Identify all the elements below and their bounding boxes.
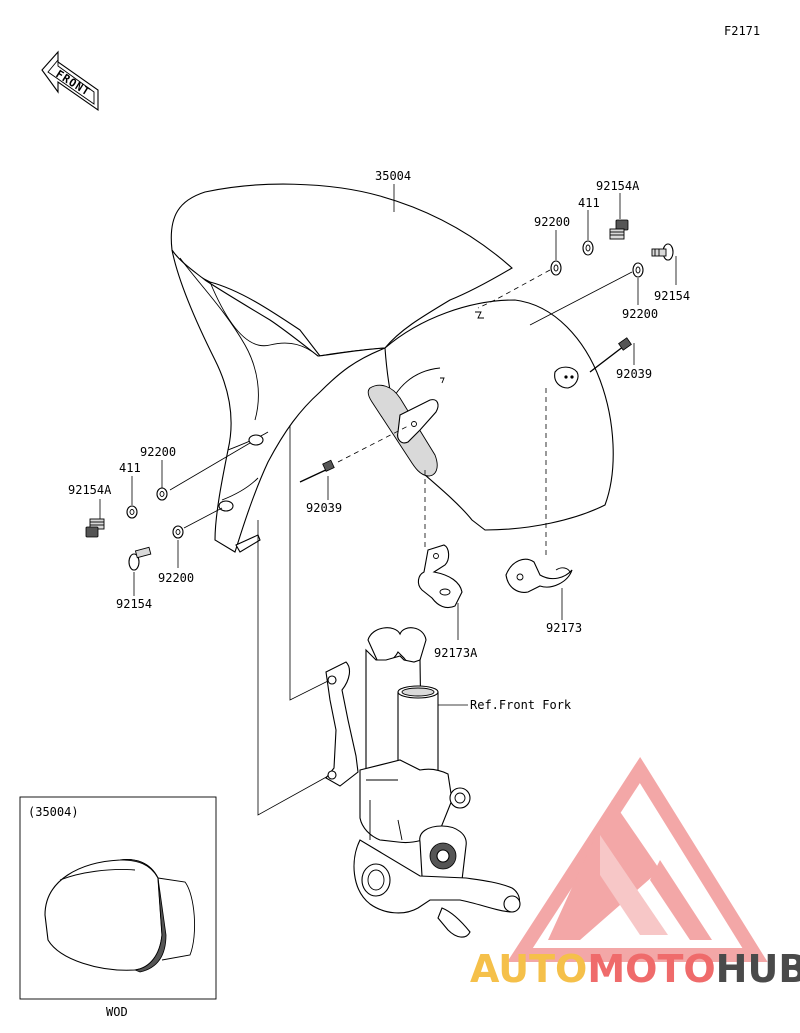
washer-92200-lower-left-icon (172, 525, 184, 539)
bolt-92154A-right-icon (609, 219, 629, 240)
front-arrow-icon: FRONT (41, 50, 99, 112)
part-92154-lower-left-label: 92154 (116, 597, 152, 611)
part-92200-right-label: 92200 (622, 307, 658, 321)
washer-92200-top-icon (550, 260, 562, 276)
bracket-92173A-icon (417, 544, 463, 609)
washer-92200-left-icon (156, 487, 168, 501)
part-92039-center-label: 92039 (306, 501, 342, 515)
inset-box: (35004) WOD (19, 796, 217, 1019)
part-35004-label: 35004 (375, 169, 411, 183)
rivet-92039-right-icon (589, 337, 632, 373)
figure-code: F2171 (724, 24, 760, 38)
part-92173A-label: 92173A (434, 646, 478, 660)
part-92154-right-label: 92154 (654, 289, 690, 303)
watermark-text: AUTOMOTOHUB (470, 947, 800, 991)
part-92200-lower-left-label: 92200 (158, 571, 194, 585)
bolt-92154A-left-icon (85, 518, 105, 538)
part-92154A-left-label: 92154A (68, 483, 112, 497)
washer-92200-right-icon (632, 262, 644, 278)
part-411-left-label: 411 (119, 461, 141, 475)
part-92039-right-label: 92039 (616, 367, 652, 381)
part-411-right-label: 411 (578, 196, 600, 210)
watermark-part2: MOTO (587, 947, 715, 991)
front-fork-drawing (325, 627, 521, 938)
washer-411-right-icon (582, 240, 594, 256)
ref-front-fork-label: Ref.Front Fork (470, 698, 572, 712)
screw-92154-lower-left-icon (128, 546, 152, 571)
part-92173-label: 92173 (546, 621, 582, 635)
inset-label: (35004) (28, 805, 79, 819)
clip-92173-icon (505, 558, 573, 593)
part-92154A-right-label: 92154A (596, 179, 640, 193)
watermark-part1: AUTO (470, 947, 587, 991)
rivet-92039-center-icon (299, 459, 335, 483)
part-92200-top-label: 92200 (534, 215, 570, 229)
front-fender-drawing (170, 183, 614, 553)
washer-411-left-icon (126, 505, 138, 519)
screw-92154-right-icon (651, 243, 674, 261)
automotohub-logo (507, 756, 768, 962)
inset-caption: WOD (106, 1005, 128, 1019)
watermark-part3: HUB (716, 947, 800, 991)
part-92200-left-label: 92200 (140, 445, 176, 459)
